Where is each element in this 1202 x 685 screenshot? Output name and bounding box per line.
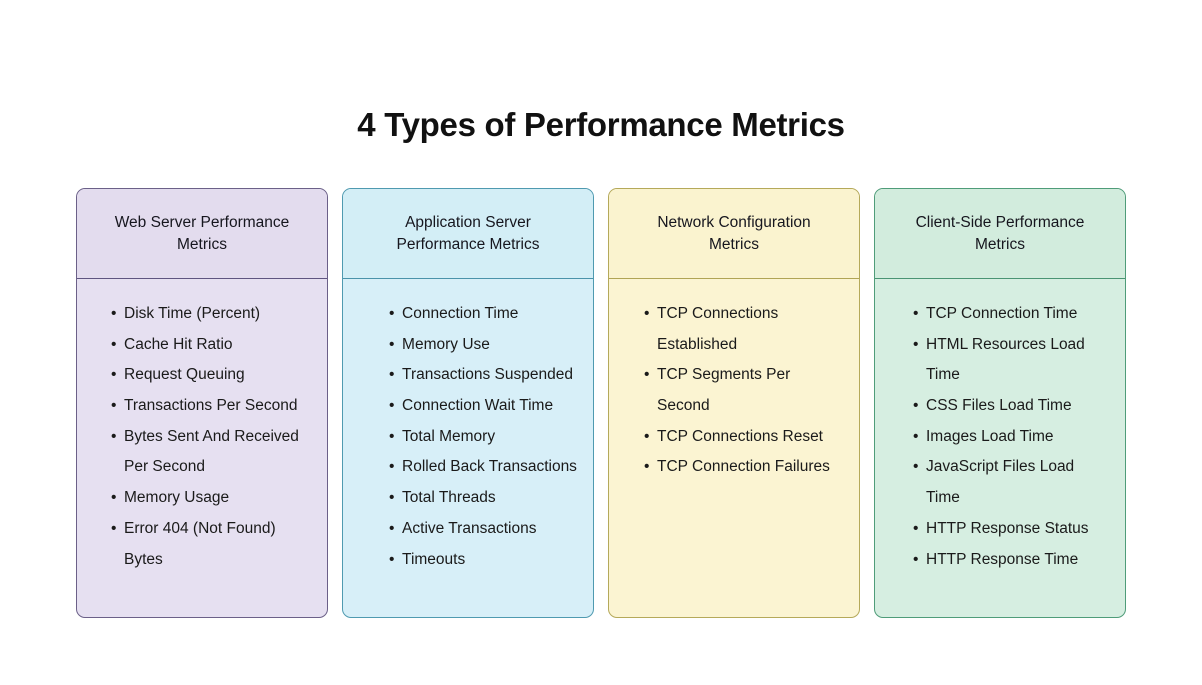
metrics-card-application-server: Application Server Performance Metrics C… [342,188,594,618]
metric-list-client-side: TCP Connection Time HTML Resources Load … [889,299,1111,617]
card-header-web-server: Web Server Performance Metrics [77,189,327,279]
card-body-client-side: TCP Connection Time HTML Resources Load … [875,279,1125,617]
card-body-application-server: Connection Time Memory Use Transactions … [343,279,593,617]
list-item: JavaScript Files Load Time [913,452,1111,513]
list-item: Request Queuing [111,360,309,391]
metric-list-web-server: Disk Time (Percent) Cache Hit Ratio Requ… [95,299,309,617]
metrics-card-web-server: Web Server Performance Metrics Disk Time… [76,188,328,618]
metric-list-network-configuration: TCP Connections Established TCP Segments… [626,299,842,617]
card-header-application-server: Application Server Performance Metrics [343,189,593,279]
metrics-card-client-side: Client-Side Performance Metrics TCP Conn… [874,188,1126,618]
list-item: Timeouts [389,545,577,576]
card-body-web-server: Disk Time (Percent) Cache Hit Ratio Requ… [77,279,327,617]
list-item: Transactions Per Second [111,391,309,422]
list-item: Connection Wait Time [389,391,577,422]
list-item: HTML Resources Load Time [913,330,1111,391]
list-item: Total Threads [389,483,577,514]
list-item: CSS Files Load Time [913,391,1111,422]
list-item: Rolled Back Transactions [389,452,577,483]
metric-list-application-server: Connection Time Memory Use Transactions … [359,299,577,617]
list-item: HTTP Response Time [913,545,1111,576]
list-item: TCP Connection Failures [644,452,842,483]
list-item: Cache Hit Ratio [111,330,309,361]
metrics-card-network-configuration: Network Configuration Metrics TCP Connec… [608,188,860,618]
list-item: Total Memory [389,422,577,453]
list-item: HTTP Response Status [913,514,1111,545]
card-header-network-configuration: Network Configuration Metrics [609,189,859,279]
list-item: Connection Time [389,299,577,330]
list-item: Disk Time (Percent) [111,299,309,330]
list-item: Bytes Sent And Received Per Second [111,422,309,483]
list-item: Images Load Time [913,422,1111,453]
card-body-network-configuration: TCP Connections Established TCP Segments… [609,279,859,617]
list-item: TCP Segments Per Second [644,360,842,421]
list-item: TCP Connections Reset [644,422,842,453]
list-item: Memory Usage [111,483,309,514]
list-item: TCP Connection Time [913,299,1111,330]
card-header-client-side: Client-Side Performance Metrics [875,189,1125,279]
list-item: TCP Connections Established [644,299,842,360]
list-item: Active Transactions [389,514,577,545]
list-item: Error 404 (Not Found) Bytes [111,514,309,575]
list-item: Transactions Suspended [389,360,577,391]
page-title: 4 Types of Performance Metrics [357,106,845,144]
list-item: Memory Use [389,330,577,361]
metrics-card-group: Web Server Performance Metrics Disk Time… [76,188,1127,618]
